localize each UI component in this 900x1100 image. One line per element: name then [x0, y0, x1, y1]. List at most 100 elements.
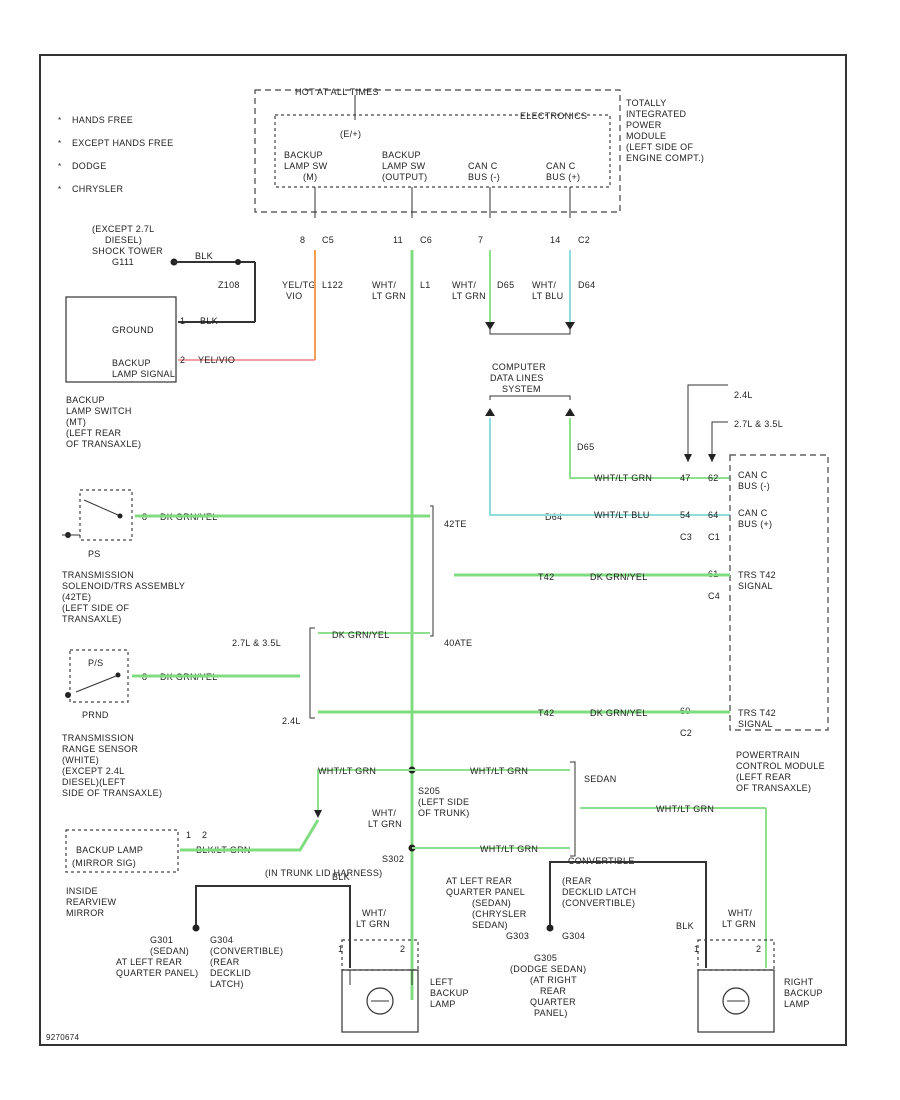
sedan-bracket [570, 761, 576, 857]
pcm-box [729, 454, 829, 731]
range-sensor-ground-dot [65, 692, 71, 698]
right-lamp-name-1: RIGHT [784, 977, 814, 987]
ground-g11-label-4: G111 [112, 257, 134, 267]
wire-can-minus-to-pcm [569, 418, 730, 479]
mirror-connector-arrow [314, 810, 322, 818]
range-bracket [309, 627, 315, 719]
tipm-pin3-wire-2: LT GRN [452, 291, 486, 301]
backup-switch-signal-2: LAMP SIGNAL [112, 369, 175, 379]
backup-switch-wire-yel: YEL/VIO [198, 355, 235, 365]
can-plus-terminal [565, 322, 575, 330]
range-sensor-prnd: PRND [82, 710, 109, 720]
backup-lamp-switch: GROUND BACKUP LAMP SIGNAL 1 BLK 2 YEL/VI… [65, 296, 235, 449]
tipm-pin4-wire-2: LT BLU [532, 291, 563, 301]
tipm-pin3-number: 7 [478, 235, 483, 245]
ground-g11-wire-label: BLK [195, 251, 213, 261]
ground-g305-5: QUARTER [530, 997, 576, 1007]
ground-g304l-5: LATCH) [210, 979, 244, 989]
t42-wire1-color: DK GRN/YEL [590, 572, 648, 582]
ground-g304l-4: DECKLID [210, 968, 251, 978]
pcm-note-a-leader [687, 384, 728, 462]
mirror-name-2: REARVIEW [66, 897, 116, 907]
right-lamp-body [697, 969, 775, 1033]
left-lamp-name-2: BACKUP [430, 988, 469, 998]
data-lines-terminal-right [565, 408, 575, 416]
pcm-pin-c: 54 [680, 510, 691, 520]
pcm-trs1-2: SIGNAL [738, 581, 773, 591]
legend: * HANDS FREE * EXCEPT HANDS FREE * DODGE… [58, 115, 173, 194]
ground-g303-2: (CHRYSLER [472, 909, 527, 919]
mirror-pin2: 2 [202, 830, 207, 840]
splice-wire-lt-2: LT GRN [368, 819, 402, 829]
ground-blk-left: BLK [332, 872, 350, 882]
splice-wire-d: WHT/LT GRN [656, 804, 714, 814]
pcm-wire1: WHT/LT GRN [594, 473, 652, 483]
pcm-conn-f: C2 [680, 728, 692, 738]
left-backup-lamp: WHT/ LT GRN 1 2 LEFT BACKUP LAMP [338, 908, 469, 1033]
solenoid-name-1: TRANSMISSION [62, 570, 134, 580]
pcm-can-plus-1: CAN C [738, 508, 768, 518]
backup-switch-signal-1: BACKUP [112, 358, 151, 368]
pcm-pin-d: 64 [708, 510, 719, 520]
backup-switch-pin1: 1 [180, 316, 185, 326]
legend-marker-2: * [58, 139, 61, 148]
tipm-name-5: (LEFT SIDE OF [626, 142, 693, 152]
ground-g303-eyelet [546, 924, 554, 932]
ground-decklid-3: (CONVERTIBLE) [562, 898, 635, 908]
tipm-pin4-label-2: BUS (+) [546, 172, 580, 182]
ground-right-wire [549, 861, 707, 968]
ground-g304l-1: G304 [210, 935, 233, 945]
left-lamp-pin1: 1 [338, 944, 343, 954]
tipm-name-6: ENGINE COMPT.) [626, 153, 704, 163]
tipm-pin4-circuit: D64 [578, 280, 595, 290]
splice-s205-label-3: OF TRUNK) [418, 808, 470, 818]
tipm-name-4: MODULE [626, 131, 666, 141]
right-lamp-name-2: BACKUP [784, 988, 823, 998]
mirror-label-2: (MIRROR SIG) [72, 858, 136, 868]
ground-g301-4: QUARTER PANEL) [116, 968, 198, 978]
left-lamp-wire-1: WHT/ [362, 908, 386, 918]
backup-switch-name-4: (LEFT REAR [66, 428, 122, 438]
solenoid-name-4: (LEFT SIDE OF [62, 603, 129, 613]
right-lamp-wire-1: WHT/ [728, 908, 752, 918]
ground-g303-1: (SEDAN) [472, 898, 511, 908]
ground-g11: (EXCEPT 2.7L DIESEL) SHOCK TOWER G111 BL… [92, 224, 256, 323]
backup-switch-box [65, 296, 177, 383]
splice-s205-label-1: S205 [418, 786, 440, 796]
mirror-name-1: INSIDE [66, 886, 98, 896]
tag-bracket [430, 505, 434, 637]
range-sensor-box [69, 649, 129, 703]
tipm-pin3-label-1: CAN C [468, 161, 498, 171]
data-lines-d65: D65 [577, 442, 594, 452]
data-lines-label-2: DATA LINES [490, 373, 544, 383]
can-minus-terminal [485, 322, 495, 330]
splice-network: WHT/LT GRN WHT/LT GRN WHT/LT GRN SEDAN W… [265, 761, 767, 968]
splice-s302-label: S302 [382, 854, 404, 864]
legend-item-4: CHRYSLER [72, 184, 123, 194]
data-lines-terminal-left [485, 408, 495, 416]
data-lines-bracket [489, 395, 571, 400]
wire-to-mirror-upper [317, 769, 412, 810]
pcm-pin-a: 47 [680, 473, 691, 483]
splice-s205-label-2: (LEFT SIDE [418, 797, 469, 807]
ground-g11-label-2: DIESEL) [105, 235, 142, 245]
pcm-name-4: OF TRANSAXLE) [736, 783, 811, 793]
pcm-wire2: WHT/LT BLU [594, 510, 650, 520]
range-sensor-name-4: (EXCEPT 2.4L [62, 766, 124, 776]
tipm-pin4-number: 14 [550, 235, 561, 245]
ground-g301-eyelet [192, 924, 200, 932]
pcm-note-a: 2.4L [734, 390, 753, 400]
ground-g11-circuit: Z108 [218, 280, 240, 290]
tipm-pin3-circuit: D65 [497, 280, 514, 290]
range-sensor-ps: P/S [88, 658, 103, 668]
left-lamp-connector [341, 939, 419, 971]
ground-g303-name: G303 [506, 931, 529, 941]
range-sensor-note-a: 2.7L & 3.5L [232, 638, 281, 648]
pcm-trs2-2: SIGNAL [738, 719, 773, 729]
range-sensor-tag: 40ATE [444, 638, 472, 648]
ground-left-wire [195, 885, 351, 968]
tipm-pin2-number: 11 [393, 235, 403, 245]
ground-g304l-3: (REAR [210, 957, 240, 967]
ground-g301-2: (SEDAN) [150, 946, 189, 956]
wire-mirror-lower [180, 819, 320, 852]
